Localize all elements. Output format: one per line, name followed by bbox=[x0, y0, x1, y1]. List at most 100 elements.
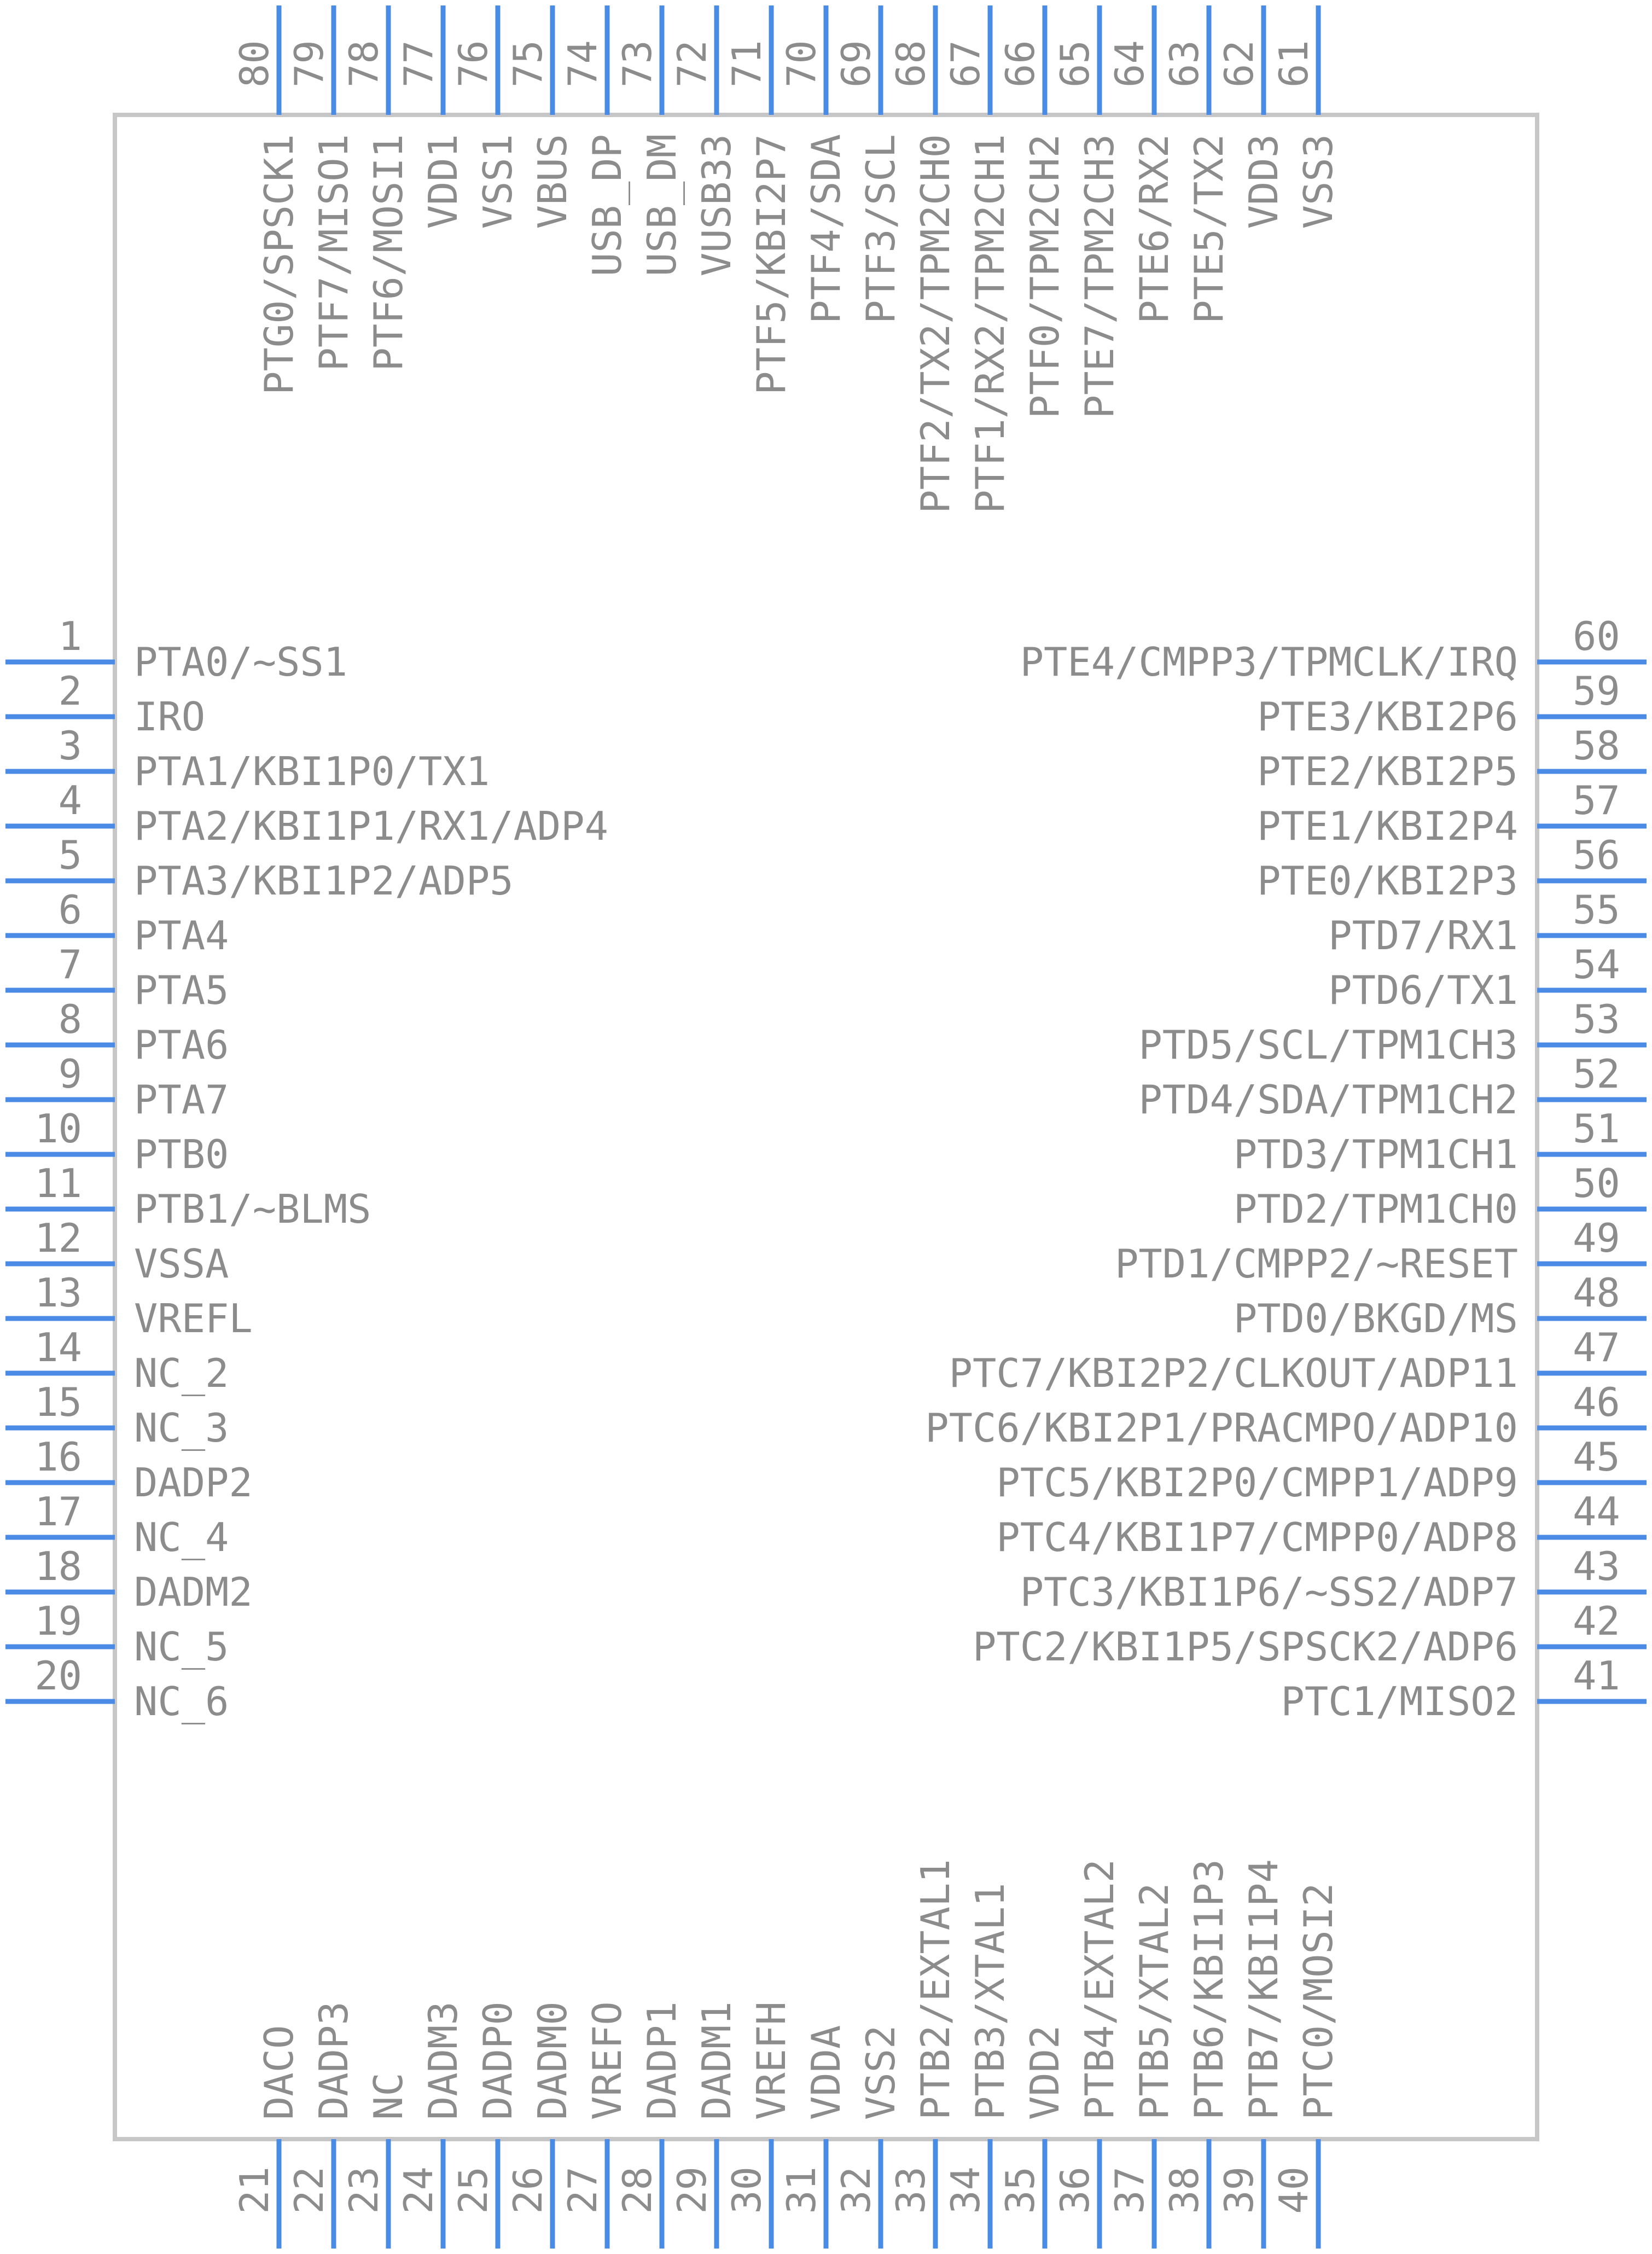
pin-label-46: PTC6/KBI2P1/PRACMPO/ADP10 bbox=[925, 1405, 1518, 1451]
pin-number-57: 57 bbox=[1573, 777, 1620, 823]
pin-number-23: 23 bbox=[341, 2166, 387, 2214]
pin-label-63: PTE5/TX2 bbox=[1186, 134, 1232, 324]
pin-label-49: PTD1/CMPP2/~RESET bbox=[1115, 1241, 1518, 1287]
pin-number-49: 49 bbox=[1573, 1215, 1620, 1261]
pin-label-7: PTA5 bbox=[134, 967, 229, 1013]
pin-label-20: NC_6 bbox=[134, 1678, 229, 1724]
pin-number-68: 68 bbox=[888, 40, 934, 88]
pin-label-31: VDDA bbox=[803, 2025, 849, 2120]
pin-label-55: PTD7/RX1 bbox=[1328, 913, 1518, 958]
pin-number-36: 36 bbox=[1052, 2166, 1098, 2214]
pin-number-13: 13 bbox=[34, 1270, 82, 1316]
pin-label-35: VDD2 bbox=[1022, 2025, 1068, 2120]
pin-number-6: 6 bbox=[59, 887, 82, 933]
pin-number-39: 39 bbox=[1216, 2166, 1262, 2214]
pin-number-32: 32 bbox=[833, 2166, 879, 2214]
pin-number-12: 12 bbox=[34, 1215, 82, 1261]
pin-number-20: 20 bbox=[34, 1653, 82, 1699]
pin-number-66: 66 bbox=[997, 40, 1043, 88]
pin-label-48: PTD0/BKGD/MS bbox=[1234, 1296, 1518, 1341]
pin-label-61: VSS3 bbox=[1295, 134, 1341, 229]
pin-number-29: 29 bbox=[669, 2166, 715, 2214]
pin-number-46: 46 bbox=[1573, 1379, 1620, 1425]
pin-number-3: 3 bbox=[59, 723, 82, 769]
pin-number-7: 7 bbox=[59, 942, 82, 987]
pin-number-19: 19 bbox=[34, 1598, 82, 1644]
pin-label-69: PTF3/SCL bbox=[858, 134, 904, 324]
pin-label-44: PTC4/KBI1P7/CMPP0/ADP8 bbox=[996, 1514, 1518, 1560]
pin-number-35: 35 bbox=[997, 2166, 1043, 2214]
pin-number-58: 58 bbox=[1573, 723, 1620, 769]
pin-label-16: DADP2 bbox=[134, 1460, 253, 1506]
pin-label-42: PTC2/KBI1P5/SPSCK2/ADP6 bbox=[973, 1624, 1518, 1670]
pin-number-53: 53 bbox=[1573, 996, 1620, 1042]
pin-number-44: 44 bbox=[1573, 1489, 1620, 1535]
pin-label-41: PTC1/MISO2 bbox=[1281, 1678, 1518, 1724]
pin-label-18: DADM2 bbox=[134, 1569, 253, 1615]
pin-number-72: 72 bbox=[669, 40, 715, 88]
pin-number-26: 26 bbox=[505, 2166, 551, 2214]
pin-number-61: 61 bbox=[1271, 40, 1317, 88]
pin-number-76: 76 bbox=[450, 40, 496, 88]
pin-number-62: 62 bbox=[1216, 40, 1262, 88]
pin-label-78: PTF6/MOSI1 bbox=[365, 134, 411, 371]
pin-label-47: PTC7/KBI2P2/CLKOUT/ADP11 bbox=[949, 1350, 1518, 1396]
pin-number-43: 43 bbox=[1573, 1543, 1620, 1589]
pins-layer: 1PTA0/~SS12IRO3PTA1/KBI1P0/TX14PTA2/KBI1… bbox=[5, 5, 1647, 2249]
pin-label-72: VUSB33 bbox=[694, 134, 740, 276]
pin-label-15: NC_3 bbox=[134, 1405, 229, 1451]
pin-number-28: 28 bbox=[614, 2166, 660, 2214]
pin-number-63: 63 bbox=[1161, 40, 1207, 88]
pin-number-80: 80 bbox=[231, 40, 277, 88]
pin-label-39: PTB7/KBI1P4 bbox=[1241, 1859, 1287, 2120]
pin-label-14: NC_2 bbox=[134, 1350, 229, 1396]
pin-number-69: 69 bbox=[833, 40, 879, 88]
pin-number-10: 10 bbox=[34, 1106, 82, 1152]
pin-label-1: PTA0/~SS1 bbox=[134, 639, 347, 685]
pin-number-15: 15 bbox=[34, 1379, 82, 1425]
pin-label-60: PTE4/CMPP3/TPMCLK/IRQ bbox=[1020, 639, 1518, 685]
pin-number-48: 48 bbox=[1573, 1270, 1620, 1316]
pin-number-30: 30 bbox=[724, 2166, 770, 2214]
pin-label-29: DADM1 bbox=[694, 2001, 740, 2120]
pin-number-51: 51 bbox=[1573, 1106, 1620, 1152]
pin-number-24: 24 bbox=[395, 2166, 441, 2214]
pin-number-60: 60 bbox=[1573, 613, 1620, 659]
pin-label-11: PTB1/~BLMS bbox=[134, 1186, 371, 1232]
pin-label-52: PTD4/SDA/TPM1CH2 bbox=[1138, 1077, 1518, 1123]
pin-number-59: 59 bbox=[1573, 668, 1620, 714]
pin-number-31: 31 bbox=[778, 2166, 824, 2214]
pin-label-79: PTF7/MISO1 bbox=[311, 134, 357, 371]
pin-label-67: PTF1/RX2/TPM2CH1 bbox=[967, 134, 1013, 514]
pin-number-56: 56 bbox=[1573, 832, 1620, 878]
pin-label-19: NC_5 bbox=[134, 1624, 229, 1670]
pin-number-41: 41 bbox=[1573, 1653, 1620, 1699]
pin-label-75: VBUS bbox=[530, 134, 575, 229]
pin-label-36: PTB4/EXTAL2 bbox=[1077, 1859, 1122, 2120]
pin-label-40: PTC0/MOSI2 bbox=[1295, 1883, 1341, 2120]
pin-number-40: 40 bbox=[1271, 2166, 1317, 2214]
pin-number-78: 78 bbox=[341, 40, 387, 88]
pin-number-27: 27 bbox=[560, 2166, 606, 2214]
pin-number-16: 16 bbox=[34, 1434, 82, 1480]
pin-label-23: NC bbox=[365, 2072, 411, 2120]
pin-label-26: DADM0 bbox=[530, 2001, 575, 2120]
pin-number-55: 55 bbox=[1573, 887, 1620, 933]
pin-number-38: 38 bbox=[1161, 2166, 1207, 2214]
pin-label-74: USB_DP bbox=[584, 134, 630, 276]
pin-number-17: 17 bbox=[34, 1489, 82, 1535]
pin-label-32: VSS2 bbox=[858, 2025, 904, 2120]
pin-number-22: 22 bbox=[286, 2166, 332, 2214]
pin-number-67: 67 bbox=[943, 40, 988, 88]
pin-label-30: VREFH bbox=[748, 2001, 794, 2120]
pin-label-10: PTB0 bbox=[134, 1131, 229, 1177]
pin-number-75: 75 bbox=[505, 40, 551, 88]
pin-label-8: PTA6 bbox=[134, 1022, 229, 1068]
pin-label-38: PTB6/KBI1P3 bbox=[1186, 1859, 1232, 2120]
pin-label-62: VDD3 bbox=[1241, 134, 1287, 229]
pin-label-76: VSS1 bbox=[475, 134, 521, 229]
pin-label-53: PTD5/SCL/TPM1CH3 bbox=[1138, 1022, 1518, 1068]
pin-label-13: VREFL bbox=[134, 1296, 253, 1341]
pin-number-45: 45 bbox=[1573, 1434, 1620, 1480]
pin-label-66: PTF0/TPM2CH2 bbox=[1022, 134, 1068, 419]
